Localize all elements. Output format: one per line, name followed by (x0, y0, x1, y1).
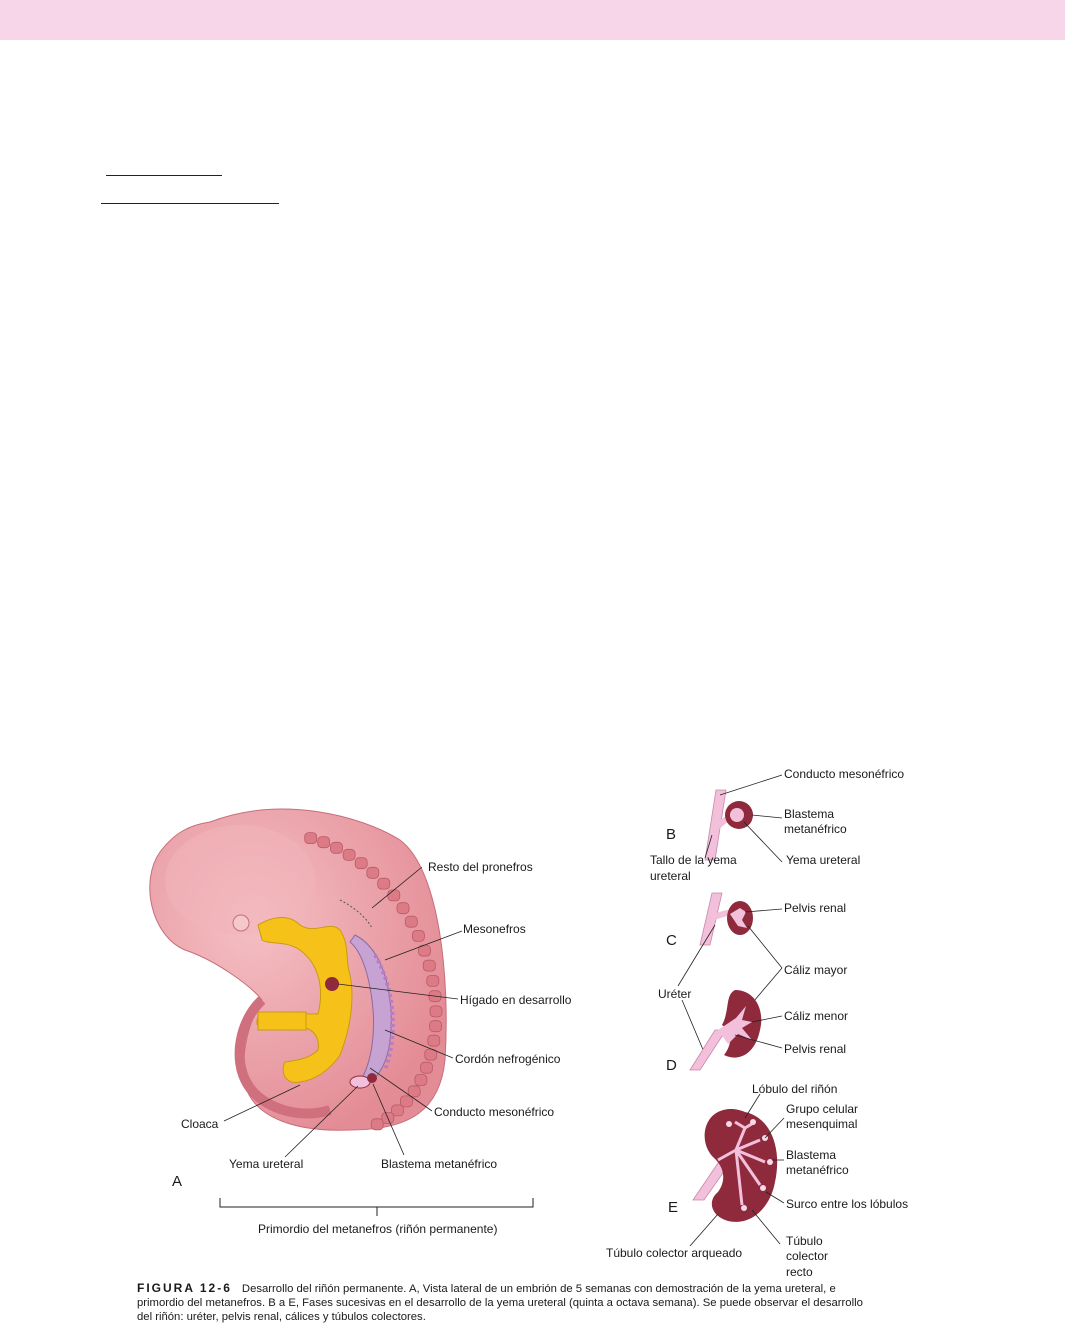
d-label-caliz-menor: Cáliz menor (784, 1009, 848, 1023)
panel-c: Pelvis renal Cáliz mayor C (666, 892, 847, 1009)
e-kidney (704, 1108, 778, 1222)
e-label-lobulo: Lóbulo del riñón (752, 1082, 837, 1096)
e-pelvis-tubules (717, 1120, 766, 1206)
c-pelvis (730, 908, 747, 928)
e-label-blastema-1: Blastema (786, 1148, 836, 1162)
somite (429, 1005, 443, 1018)
somite (396, 902, 410, 915)
nephrogenic-cord (373, 954, 395, 1071)
c-mesonephric-duct (699, 892, 723, 946)
title-underline-long (101, 203, 279, 204)
label-resto-pronefros: Resto del pronefros (428, 860, 533, 874)
somite (411, 930, 425, 942)
e-label-recto-1: Túbulo (786, 1234, 823, 1248)
somite (387, 889, 401, 902)
b-label-conducto: Conducto mesonéfrico (784, 767, 904, 781)
somite (414, 1074, 428, 1086)
panel-letter-d: D (666, 1057, 677, 1074)
panel-d-leaders (734, 1015, 783, 1049)
e-label-blastema-2: metanéfrico (786, 1163, 849, 1177)
panel-e: Lóbulo del riñón Grupo celular mesenquim… (606, 1082, 908, 1279)
somite (404, 915, 418, 928)
d-calyces (718, 1006, 752, 1044)
ureter-leaders (677, 924, 716, 1053)
panel-letter-a: A (172, 1173, 182, 1190)
b-label-tallo-2: ureteral (650, 869, 691, 883)
ureteric-bud (349, 1075, 371, 1089)
caption-line-1: Desarrollo del riñón permanente. A, Vist… (241, 1283, 836, 1295)
metanephros-bracket (219, 1198, 534, 1216)
somite (330, 841, 343, 854)
somite (427, 1034, 441, 1047)
panel-d: Cáliz menor Pelvis renal D (666, 990, 848, 1074)
header-band (0, 0, 1065, 40)
b-label-yema: Yema ureteral (786, 853, 860, 867)
label-ureter: Uréter (658, 987, 691, 1001)
somite (366, 866, 380, 879)
somite (370, 1118, 384, 1131)
b-bud-tip (730, 808, 744, 822)
caption-line-3: del riñón: uréter, pelvis renal, cálices… (137, 1311, 426, 1323)
panel-a-leaders (223, 866, 463, 1158)
e-label-grupo-2: mesenquimal (786, 1117, 857, 1131)
somite (354, 857, 368, 870)
gut-tube (256, 917, 353, 1083)
label-yema: Yema ureteral (229, 1157, 303, 1171)
label-blastema: Blastema metanéfrico (381, 1157, 497, 1171)
somite (342, 848, 356, 861)
somite (391, 1104, 404, 1117)
liver (325, 977, 339, 991)
caption-line-2: primordio del metanefros. B a E, Fases s… (137, 1297, 863, 1309)
panel-letter-e: E (668, 1199, 678, 1216)
eye-icon (232, 914, 250, 932)
pronephros-remnant (339, 899, 373, 929)
somite (399, 1095, 413, 1108)
panel-e-leaders (689, 1093, 785, 1247)
panel-letter-b: B (666, 826, 676, 843)
e-label-grupo-1: Grupo celular (786, 1102, 858, 1116)
d-ureter (689, 1029, 727, 1071)
label-cloaca: Cloaca (181, 1117, 219, 1131)
e-label-recto-3: recto (786, 1265, 813, 1279)
label-higado: Hígado en desarrollo (460, 993, 572, 1007)
e-label-recto-2: colector (786, 1249, 828, 1263)
label-primordio: Primordio del metanefros (riñón permanen… (258, 1222, 497, 1236)
d-label-pelvis: Pelvis renal (784, 1042, 846, 1056)
panel-a-embryo: Resto del pronefros Mesonefros Hígado en… (149, 808, 572, 1236)
somite (429, 1020, 443, 1033)
embryo-tail (234, 996, 332, 1119)
c-label-pelvis: Pelvis renal (784, 901, 846, 915)
label-conducto-meso: Conducto mesonéfrico (434, 1105, 554, 1119)
somite (407, 1085, 421, 1098)
b-label-blastema-1: Blastema (784, 807, 834, 821)
e-label-surco: Surco entre los lóbulos (786, 1197, 908, 1211)
figure-caption: FIGURA 12-6 Desarrollo del riñón permanen… (137, 1281, 937, 1324)
label-mesonefros: Mesonefros (463, 922, 526, 936)
somite (304, 832, 318, 844)
panel-b-leaders (704, 774, 783, 863)
b-label-blastema-2: metanéfrico (784, 822, 847, 836)
panel-letter-c: C (666, 932, 677, 949)
somite (317, 836, 331, 849)
panel-b: Conducto mesonéfrico Blastema metanéfric… (650, 767, 904, 883)
c-label-caliz-mayor: Cáliz mayor (784, 963, 847, 977)
label-cordon: Cordón nefrogénico (455, 1052, 561, 1066)
e-label-arqueado: Túbulo colector arqueado (606, 1246, 742, 1260)
somite (422, 959, 436, 972)
somite (377, 877, 391, 890)
title-underline-short (106, 175, 222, 176)
somite (426, 975, 440, 987)
b-label-tallo-1: Tallo de la yema (650, 853, 737, 867)
yolk-stalk (257, 1011, 307, 1031)
head-region (165, 825, 315, 935)
somite (420, 1061, 433, 1074)
caption-label: FIGURA 12-6 (137, 1281, 232, 1295)
metanephric-blastema (367, 1073, 377, 1083)
somites (304, 832, 443, 1131)
